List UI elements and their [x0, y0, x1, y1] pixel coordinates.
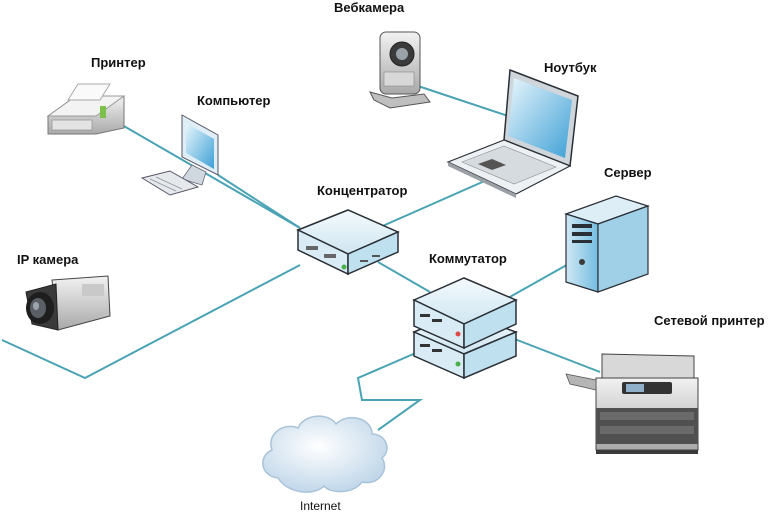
- switch-icon: [412, 277, 519, 380]
- cloud-icon: [262, 415, 388, 493]
- label-computer: Компьютер: [197, 93, 271, 108]
- label-server: Сервер: [604, 165, 652, 180]
- label-webcam: Вебкамера: [334, 0, 405, 15]
- link-webcam-laptop: [414, 84, 521, 121]
- server-icon: [564, 195, 650, 293]
- label-network-printer: Сетевой принтер: [654, 313, 765, 328]
- link-computer-hub: [217, 174, 301, 229]
- link-switch-server: [507, 261, 573, 299]
- link-switch-netprinter: [511, 337, 601, 373]
- label-printer: Принтер: [91, 55, 146, 70]
- label-laptop: Ноутбук: [544, 60, 597, 75]
- label-ip-camera: IP камера: [17, 252, 79, 267]
- computer-icon: [140, 114, 219, 196]
- printer-icon: [46, 83, 126, 135]
- laptop-icon: [446, 68, 579, 198]
- label-hub: Концентратор: [317, 183, 408, 198]
- hub-icon: [296, 209, 400, 276]
- link-ipcamera-hub: [1, 264, 301, 380]
- link-hub-switch: [377, 261, 431, 293]
- link-switch-internet: [356, 351, 424, 431]
- network-printer-icon: [565, 353, 699, 454]
- webcam-icon: [369, 31, 431, 109]
- label-switch: Коммутатор: [429, 251, 507, 266]
- ip-camera-icon: [25, 275, 111, 331]
- label-internet: Internet: [300, 499, 341, 513]
